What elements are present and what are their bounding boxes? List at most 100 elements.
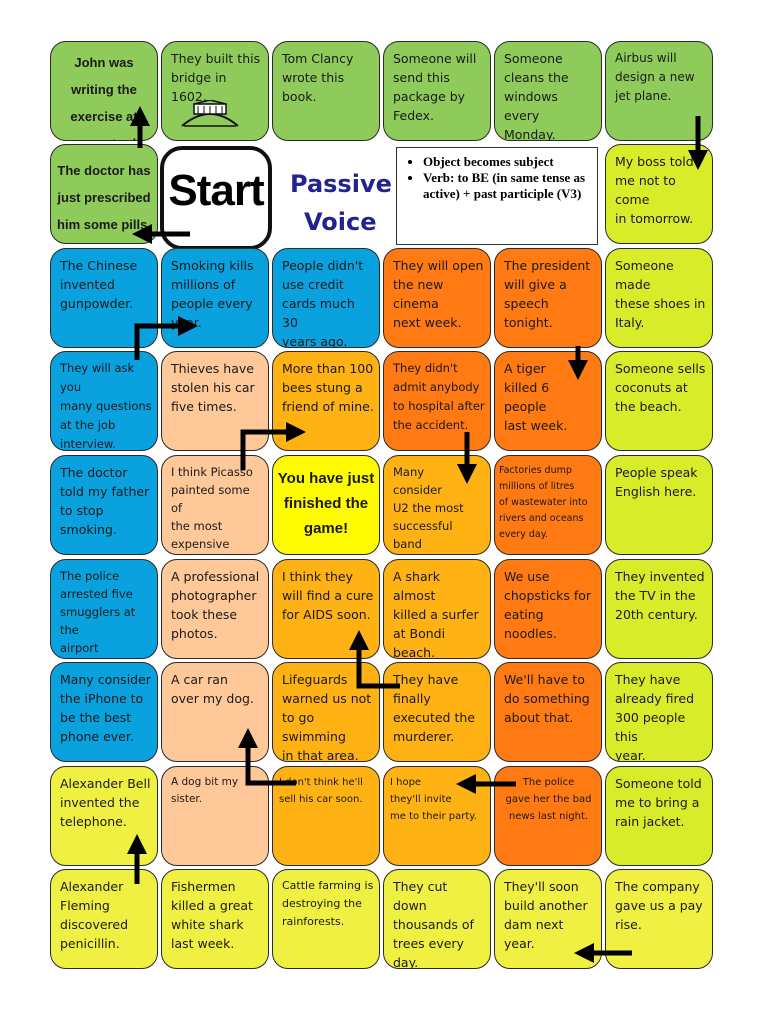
cell-text: Many consider U2 the most successful ban…	[393, 465, 464, 551]
cell-text: I hope they'll invite me to their party.	[390, 777, 477, 822]
cell-r4c4[interactable]: They didn't admit anybody to hospital af…	[383, 351, 491, 451]
cell-r7c5[interactable]: We'll have to do something about that.	[494, 662, 602, 762]
cell-text: More than 100 bees stung a friend of min…	[282, 361, 374, 414]
cell-r8c4[interactable]: I hope they'll invite me to their party.	[383, 766, 491, 866]
cell-r6c2[interactable]: A professional photographer took these p…	[161, 559, 269, 659]
cell-r3c5[interactable]: The president will give a speech tonight…	[494, 248, 602, 348]
cell-r4c1[interactable]: They will ask you many questions at the …	[50, 351, 158, 451]
cell-r1c3[interactable]: Tom Clancy wrote this book.	[272, 41, 380, 141]
cell-r3c2[interactable]: Smoking kills millions of people every y…	[161, 248, 269, 348]
cell-r6c3[interactable]: I think they will find a cure for AIDS s…	[272, 559, 380, 659]
cell-r1c2[interactable]: They built this bridge in 1602.	[161, 41, 269, 141]
cell-text: They will ask you many questions at the …	[60, 361, 152, 451]
cell-r2c1[interactable]: The doctor has just prescribed him some …	[50, 144, 158, 244]
cell-r6c6[interactable]: They invented the TV in the 20th century…	[605, 559, 713, 659]
cell-r2c6[interactable]: My boss told me not to come in tomorrow.	[605, 144, 713, 244]
cell-r6c5[interactable]: We use chopsticks for eating noodles.	[494, 559, 602, 659]
cell-r9c3[interactable]: Cattle farming is destroying the rainfor…	[272, 869, 380, 969]
cell-r7c6[interactable]: They have already fired 300 people this …	[605, 662, 713, 762]
cell-r8c2[interactable]: A dog bit my sister.	[161, 766, 269, 866]
start-label: Start	[168, 166, 264, 215]
rules-box: Object becomes subject Verb: to BE (in s…	[396, 147, 598, 245]
cell-text: Alexander Bell invented the telephone.	[60, 776, 151, 829]
cell-r3c1[interactable]: The Chinese invented gunpowder.	[50, 248, 158, 348]
cell-text: A dog bit my sister.	[171, 776, 239, 805]
cell-r7c1[interactable]: Many consider the iPhone to be the best …	[50, 662, 158, 762]
cell-text: John was writing the exercise at noon ye…	[55, 55, 154, 140]
cell-text: Smoking kills millions of people every y…	[171, 258, 254, 330]
cell-r4c5[interactable]: A tiger killed 6 people last week.	[494, 351, 602, 451]
cell-text: They will open the new cinema next week.	[393, 258, 484, 330]
cell-text: They invented the TV in the 20th century…	[615, 569, 705, 622]
cell-text: Factories dump millions of litres of was…	[499, 465, 588, 540]
cell-text: The company gave us a pay rise.	[615, 879, 703, 932]
cell-r3c4[interactable]: They will open the new cinema next week.	[383, 248, 491, 348]
cell-text: The Chinese invented gunpowder.	[60, 258, 138, 311]
cell-text: People didn't use credit cards much 30 y…	[282, 258, 364, 348]
cell-r9c4[interactable]: They cut down thousands of trees every d…	[383, 869, 491, 969]
cell-text: People speak English here.	[615, 465, 698, 499]
cell-text: You have just finished the game!	[277, 470, 375, 537]
cell-text: Cattle farming is destroying the rainfor…	[282, 879, 374, 928]
cell-r7c2[interactable]: A car ran over my dog.	[161, 662, 269, 762]
cell-r9c5[interactable]: They'll soon build another dam next year…	[494, 869, 602, 969]
cell-r4c2[interactable]: Thieves have stolen his car five times.	[161, 351, 269, 451]
cell-r3c3[interactable]: People didn't use credit cards much 30 y…	[272, 248, 380, 348]
cell-r3c6[interactable]: Someone made these shoes in Italy.	[605, 248, 713, 348]
cell-text: A car ran over my dog.	[171, 672, 254, 706]
cell-r5c6[interactable]: People speak English here.	[605, 455, 713, 555]
cell-text: Thieves have stolen his car five times.	[171, 361, 255, 414]
cell-text: They have already fired 300 people this …	[615, 672, 695, 762]
finish-space[interactable]: You have just finished the game!	[272, 455, 380, 555]
cell-text: I think Picasso painted some of the most…	[171, 465, 253, 551]
cell-r4c6[interactable]: Someone sells coconuts at the beach.	[605, 351, 713, 451]
cell-r1c6[interactable]: Airbus will design a new jet plane.	[605, 41, 713, 141]
cell-r1c5[interactable]: Someone cleans the windows every Monday.	[494, 41, 602, 141]
cell-text: The doctor has just prescribed him some …	[57, 163, 151, 232]
cell-r5c2[interactable]: I think Picasso painted some of the most…	[161, 455, 269, 555]
cell-r9c6[interactable]: The company gave us a pay rise.	[605, 869, 713, 969]
cell-text: Fishermen killed a great white shark las…	[171, 879, 253, 951]
page-title: Passive	[290, 170, 392, 198]
start-space[interactable]: Start	[160, 146, 272, 250]
cell-text: I think they will find a cure for AIDS s…	[282, 569, 374, 622]
cell-r8c3[interactable]: I don't think he'll sell his car soon.	[272, 766, 380, 866]
cell-text: They didn't admit anybody to hospital af…	[393, 361, 485, 432]
cell-text: Tom Clancy wrote this book.	[282, 51, 354, 104]
cell-r5c4[interactable]: Many consider U2 the most successful ban…	[383, 455, 491, 555]
page-title-line2: Voice	[304, 208, 377, 236]
cell-r1c1[interactable]: John was writing the exercise at noon ye…	[50, 41, 158, 141]
cell-r8c1[interactable]: Alexander Bell invented the telephone.	[50, 766, 158, 866]
cell-r7c3[interactable]: Lifeguards warned us not to go swimming …	[272, 662, 380, 762]
cell-text: They built this bridge in 1602.	[171, 51, 261, 104]
cell-r5c1[interactable]: The doctor told my father to stop smokin…	[50, 455, 158, 555]
cell-text: A shark almost killed a surfer at Bondi …	[393, 569, 479, 659]
cell-r6c1[interactable]: The police arrested five smugglers at th…	[50, 559, 158, 659]
cell-text: We'll have to do something about that.	[504, 672, 590, 725]
cell-r8c6[interactable]: Someone told me to bring a rain jacket.	[605, 766, 713, 866]
cell-text: A tiger killed 6 people last week.	[504, 361, 568, 433]
cell-text: Someone told me to bring a rain jacket.	[615, 776, 702, 829]
cell-r5c5[interactable]: Factories dump millions of litres of was…	[494, 455, 602, 555]
cell-text: Someone will send this package by Fedex.	[393, 51, 477, 123]
cell-text: They cut down thousands of trees every d…	[393, 879, 474, 969]
cell-r8c5[interactable]: The police gave her the bad news last ni…	[494, 766, 602, 866]
cell-r7c4[interactable]: They have finally executed the murderer.	[383, 662, 491, 762]
cell-r1c4[interactable]: Someone will send this package by Fedex.	[383, 41, 491, 141]
cell-r4c3[interactable]: More than 100 bees stung a friend of min…	[272, 351, 380, 451]
cell-text: Someone cleans the windows every Monday.	[504, 51, 569, 141]
cell-text: The doctor told my father to stop smokin…	[60, 465, 150, 537]
cell-r6c4[interactable]: A shark almost killed a surfer at Bondi …	[383, 559, 491, 659]
cell-text: My boss told me not to come in tomorrow.	[615, 154, 694, 226]
cell-text: The president will give a speech tonight…	[504, 258, 591, 330]
cell-text: They have finally executed the murderer.	[393, 672, 475, 744]
cell-text: Airbus will design a new jet plane.	[615, 51, 695, 103]
cell-r9c2[interactable]: Fishermen killed a great white shark las…	[161, 869, 269, 969]
cell-text: Lifeguards warned us not to go swimming …	[282, 672, 372, 762]
cell-text: Someone made these shoes in Italy.	[615, 258, 706, 330]
cell-text: Someone sells coconuts at the beach.	[615, 361, 706, 414]
cell-r9c1[interactable]: Alexander Fleming discovered penicillin.	[50, 869, 158, 969]
cell-text: The police gave her the bad news last ni…	[505, 777, 592, 822]
cell-text: I don't think he'll sell his car soon.	[279, 777, 363, 805]
